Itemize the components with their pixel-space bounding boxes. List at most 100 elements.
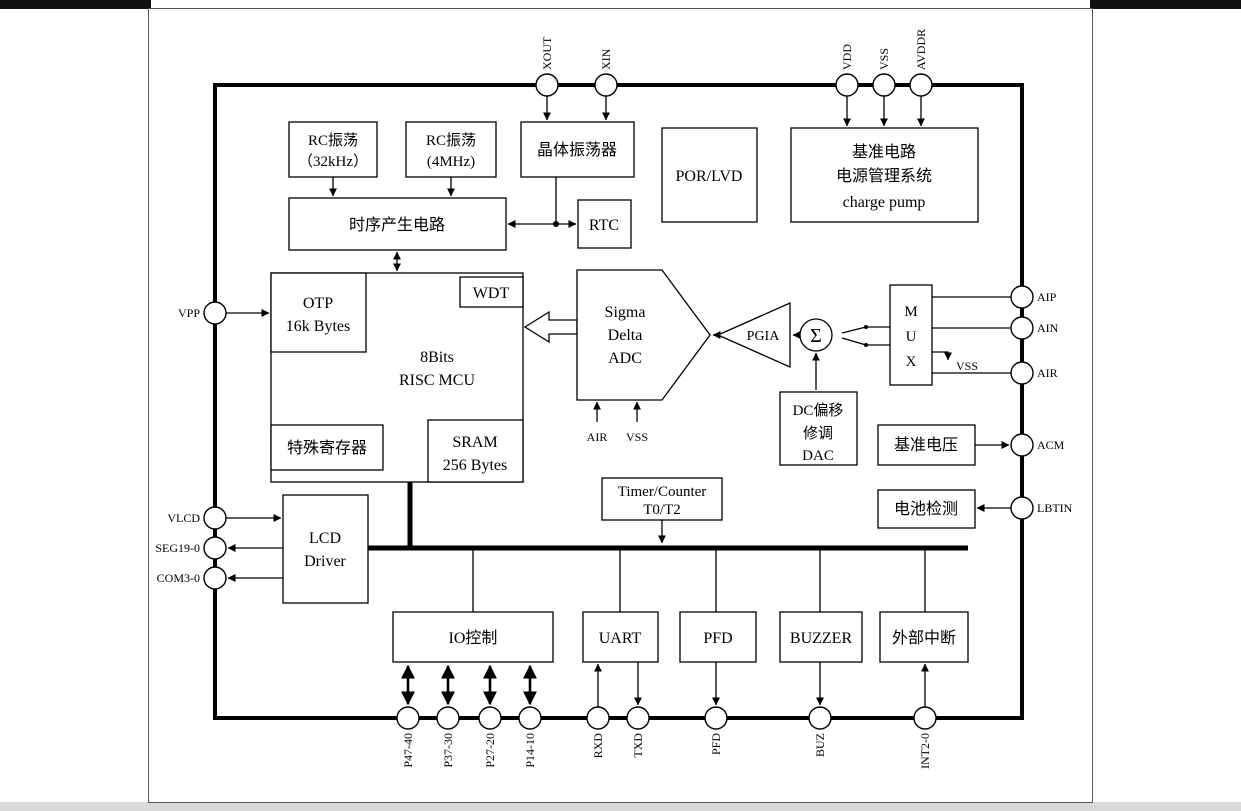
pin-vss xyxy=(872,73,896,97)
rc-osc-32k-box xyxy=(288,121,378,178)
pgia-shape xyxy=(716,301,791,369)
air-label: AIR xyxy=(1037,366,1058,380)
block-rc-osc-4m: RC振荡 (4MHz) xyxy=(405,121,497,178)
rxd-label: RXD xyxy=(591,733,605,759)
por-lvd-label: POR/LVD xyxy=(676,168,743,185)
timer-counter-box xyxy=(601,477,723,521)
p37-30-label: P37-30 xyxy=(441,733,455,768)
adc-label-2: Delta xyxy=(608,327,643,344)
pin-rxd xyxy=(586,706,610,730)
adc-vss-label: VSS xyxy=(626,430,648,444)
dc-offset-dac-label-3: DAC xyxy=(802,448,834,464)
pin-pfd xyxy=(704,706,728,730)
lcd-driver-label-2: Driver xyxy=(304,553,346,570)
pin-p14-10 xyxy=(518,706,542,730)
avddr-label: AVDDR xyxy=(914,29,928,70)
com-label: COM3-0 xyxy=(157,571,200,585)
lbtin-label: LBTIN xyxy=(1037,501,1073,515)
sram-label-1: SRAM xyxy=(452,434,497,451)
pfd-pin-label: PFD xyxy=(709,733,723,755)
rc-osc-32k-label-1: RC振荡 xyxy=(308,132,358,149)
pin-p37-30 xyxy=(436,706,460,730)
block-dc-offset-dac: DC偏移 修调 DAC xyxy=(779,391,858,466)
pin-acm xyxy=(1010,433,1034,457)
adc-air-label: AIR xyxy=(587,430,608,444)
io-ctrl-label: IO控制 xyxy=(449,629,498,647)
buzzer-label: BUZZER xyxy=(790,630,853,647)
dc-offset-dac-label-1: DC偏移 xyxy=(793,402,844,419)
io-ctrl-box xyxy=(392,611,554,663)
pin-ain xyxy=(1010,316,1034,340)
adc-label-3: ADC xyxy=(608,350,642,367)
mcu-label-2: RISC MCU xyxy=(399,372,475,389)
wdt-label: WDT xyxy=(473,285,510,302)
rc-osc-4m-box xyxy=(405,121,497,178)
pfd-label: PFD xyxy=(703,630,732,647)
block-battery-detect: 电池检测 xyxy=(877,489,976,529)
mux-vss-stub xyxy=(932,351,952,361)
rc-osc-4m-label-1: RC振荡 xyxy=(426,132,476,149)
block-rtc: RTC xyxy=(577,199,632,249)
timer-counter-label-1: Timer/Counter xyxy=(618,484,707,500)
p14-10-label: P14-10 xyxy=(523,733,537,768)
dc-offset-dac-box xyxy=(779,391,858,466)
block-ext-interrupt: 外部中断 xyxy=(879,611,969,663)
acm-label: ACM xyxy=(1037,438,1065,452)
por-lvd-box xyxy=(661,127,758,223)
vdd-label: VDD xyxy=(840,44,854,70)
seg-label: SEG19-0 xyxy=(155,541,200,555)
pin-buz xyxy=(808,706,832,730)
block-sigma-delta-adc: Sigma Delta ADC xyxy=(576,269,711,401)
window-edge-left xyxy=(0,0,151,9)
block-lcd-driver: LCD Driver xyxy=(282,494,369,604)
window-edge-bottom xyxy=(0,802,1241,811)
pin-circles xyxy=(203,73,1034,730)
xout-label: XOUT xyxy=(540,36,554,70)
pin-p47-40 xyxy=(396,706,420,730)
lcd-driver-box xyxy=(282,494,369,604)
block-rc-osc-32k: RC振荡 （32kHz） xyxy=(288,121,378,178)
crystal-osc-label: 晶体振荡器 xyxy=(537,141,617,159)
mux-label-2: U xyxy=(906,329,917,345)
mux-vss-label: VSS xyxy=(956,359,978,373)
pin-int2-0 xyxy=(913,706,937,730)
uart-label: UART xyxy=(599,630,642,647)
xin-label: XIN xyxy=(599,48,613,70)
rc-osc-4m-label-2: (4MHz) xyxy=(427,154,475,170)
dc-offset-dac-label-2: 修调 xyxy=(803,425,833,442)
power-mgmt-box xyxy=(790,127,979,223)
vpp-label: VPP xyxy=(178,306,200,320)
block-pfd: PFD xyxy=(679,611,757,663)
sram-label-2: 256 Bytes xyxy=(443,457,507,474)
timer-counter-label-2: T0/T2 xyxy=(643,502,681,518)
pin-lbtin xyxy=(1010,496,1034,520)
pin-seg xyxy=(203,536,227,560)
block-mux: M U X xyxy=(889,284,933,386)
vref-box xyxy=(877,424,976,466)
pin-xin xyxy=(594,73,618,97)
switch-lever-2 xyxy=(841,337,867,346)
pin-p27-20 xyxy=(478,706,502,730)
power-mgmt-label-3: charge pump xyxy=(843,194,926,211)
sram-box xyxy=(427,419,524,483)
block-buzzer: BUZZER xyxy=(779,611,863,663)
pin-aip xyxy=(1010,285,1034,309)
pin-vpp xyxy=(203,301,227,325)
block-timing-gen: 时序产生电路 xyxy=(288,197,507,251)
ain-label: AIN xyxy=(1037,321,1059,335)
uart-box xyxy=(582,611,659,663)
buses xyxy=(368,482,968,551)
mcu-label-1: 8Bits xyxy=(420,349,454,366)
vlcd-label: VLCD xyxy=(167,511,200,525)
block-mcu: 8Bits RISC MCU OTP 16k Bytes WDT 特殊寄存器 S… xyxy=(270,272,524,483)
timing-gen-box xyxy=(288,197,507,251)
power-mgmt-label-2: 电源管理系统 xyxy=(836,167,932,185)
block-timer-counter: Timer/Counter T0/T2 xyxy=(601,477,723,521)
pin-xout xyxy=(535,73,559,97)
pfd-box xyxy=(679,611,757,663)
rc-osc-32k-label-2: （32kHz） xyxy=(298,153,368,170)
summer-circle xyxy=(799,318,833,352)
txd-label: TXD xyxy=(631,733,645,758)
rtc-label: RTC xyxy=(589,217,619,234)
